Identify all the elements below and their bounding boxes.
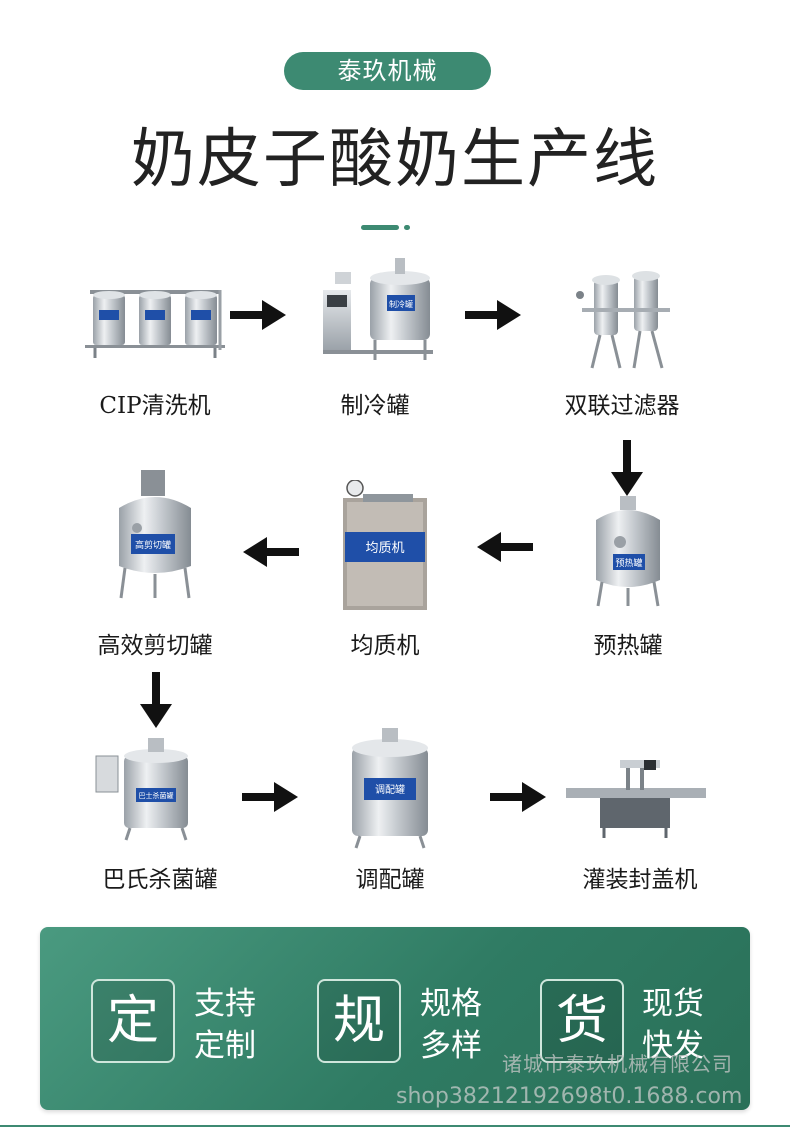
feature-line: 快发 bbox=[642, 1028, 704, 1064]
arrow-right-icon bbox=[465, 300, 521, 330]
step-label: 灌装封盖机 bbox=[582, 867, 698, 893]
duplex-filter-icon bbox=[576, 271, 670, 369]
title-divider-dot bbox=[404, 225, 410, 230]
step-label: 双联过滤器 bbox=[564, 393, 680, 419]
feature-line: 支持 bbox=[194, 986, 256, 1022]
shear-tank-tag: 高剪切罐 bbox=[135, 539, 171, 551]
step-label: 调配罐 bbox=[355, 867, 425, 893]
step-label: 巴氏杀菌罐 bbox=[102, 867, 218, 893]
homogenizer-icon: 均质机 bbox=[343, 480, 427, 610]
pasteurizing-tank-tag: 巴士杀菌罐 bbox=[139, 791, 174, 800]
bottom-divider bbox=[0, 1125, 790, 1127]
arrow-down-icon bbox=[140, 672, 172, 728]
brand-badge: 泰玖机械 bbox=[284, 52, 491, 90]
preheating-tank-icon: 预热罐 bbox=[596, 496, 660, 607]
blending-tank-icon: 调配罐 bbox=[352, 728, 428, 849]
watermark-company: 诸城市泰玖机械有限公司 bbox=[502, 1052, 733, 1076]
filling-capping-machine-icon bbox=[566, 760, 706, 838]
feature-text-stock: 现货 快发 bbox=[642, 983, 704, 1067]
feature-text-custom: 支持 定制 bbox=[194, 983, 256, 1067]
feature-badge-spec: 规 bbox=[317, 979, 401, 1063]
feature-line: 定制 bbox=[194, 1028, 256, 1064]
page-title: 奶皮子酸奶生产线 bbox=[131, 123, 659, 197]
step-label: 预热罐 bbox=[593, 633, 663, 659]
arrow-down-icon bbox=[611, 440, 643, 496]
cooling-tank-icon: 制冷罐 bbox=[323, 258, 433, 360]
arrow-right-icon bbox=[490, 782, 546, 812]
shear-tank-icon: 高剪切罐 bbox=[119, 470, 191, 599]
step-label: 均质机 bbox=[350, 633, 420, 659]
cooling-tank-tag: 制冷罐 bbox=[389, 299, 413, 309]
pasteurizing-tank-icon: 巴士杀菌罐 bbox=[95, 738, 188, 841]
blending-tank-tag: 调配罐 bbox=[375, 783, 405, 796]
step-label: CIP清洗机 bbox=[99, 393, 211, 419]
cip-cleaner-machine-icon bbox=[85, 290, 225, 358]
feature-text-spec: 规格 多样 bbox=[420, 983, 482, 1067]
feature-badge-stock: 货 bbox=[540, 979, 624, 1063]
arrow-left-icon bbox=[243, 537, 299, 567]
step-label: 制冷罐 bbox=[340, 393, 410, 419]
feature-line: 现货 bbox=[642, 986, 704, 1022]
watermark-shop-url: shop38212192698t0.1688.com bbox=[396, 1084, 743, 1109]
arrow-right-icon bbox=[242, 782, 298, 812]
feature-badge-custom: 定 bbox=[91, 979, 175, 1063]
preheating-tank-tag: 预热罐 bbox=[615, 557, 642, 569]
features-banner: 定 支持 定制 规 规格 多样 货 现货 快发 bbox=[40, 927, 750, 1110]
title-divider bbox=[361, 225, 399, 230]
arrow-left-icon bbox=[477, 532, 533, 562]
feature-line: 规格 bbox=[420, 986, 482, 1022]
step-label: 高效剪切罐 bbox=[97, 633, 213, 659]
feature-line: 多样 bbox=[420, 1028, 482, 1064]
homogenizer-tag: 均质机 bbox=[365, 541, 404, 556]
arrow-right-icon bbox=[230, 300, 286, 330]
